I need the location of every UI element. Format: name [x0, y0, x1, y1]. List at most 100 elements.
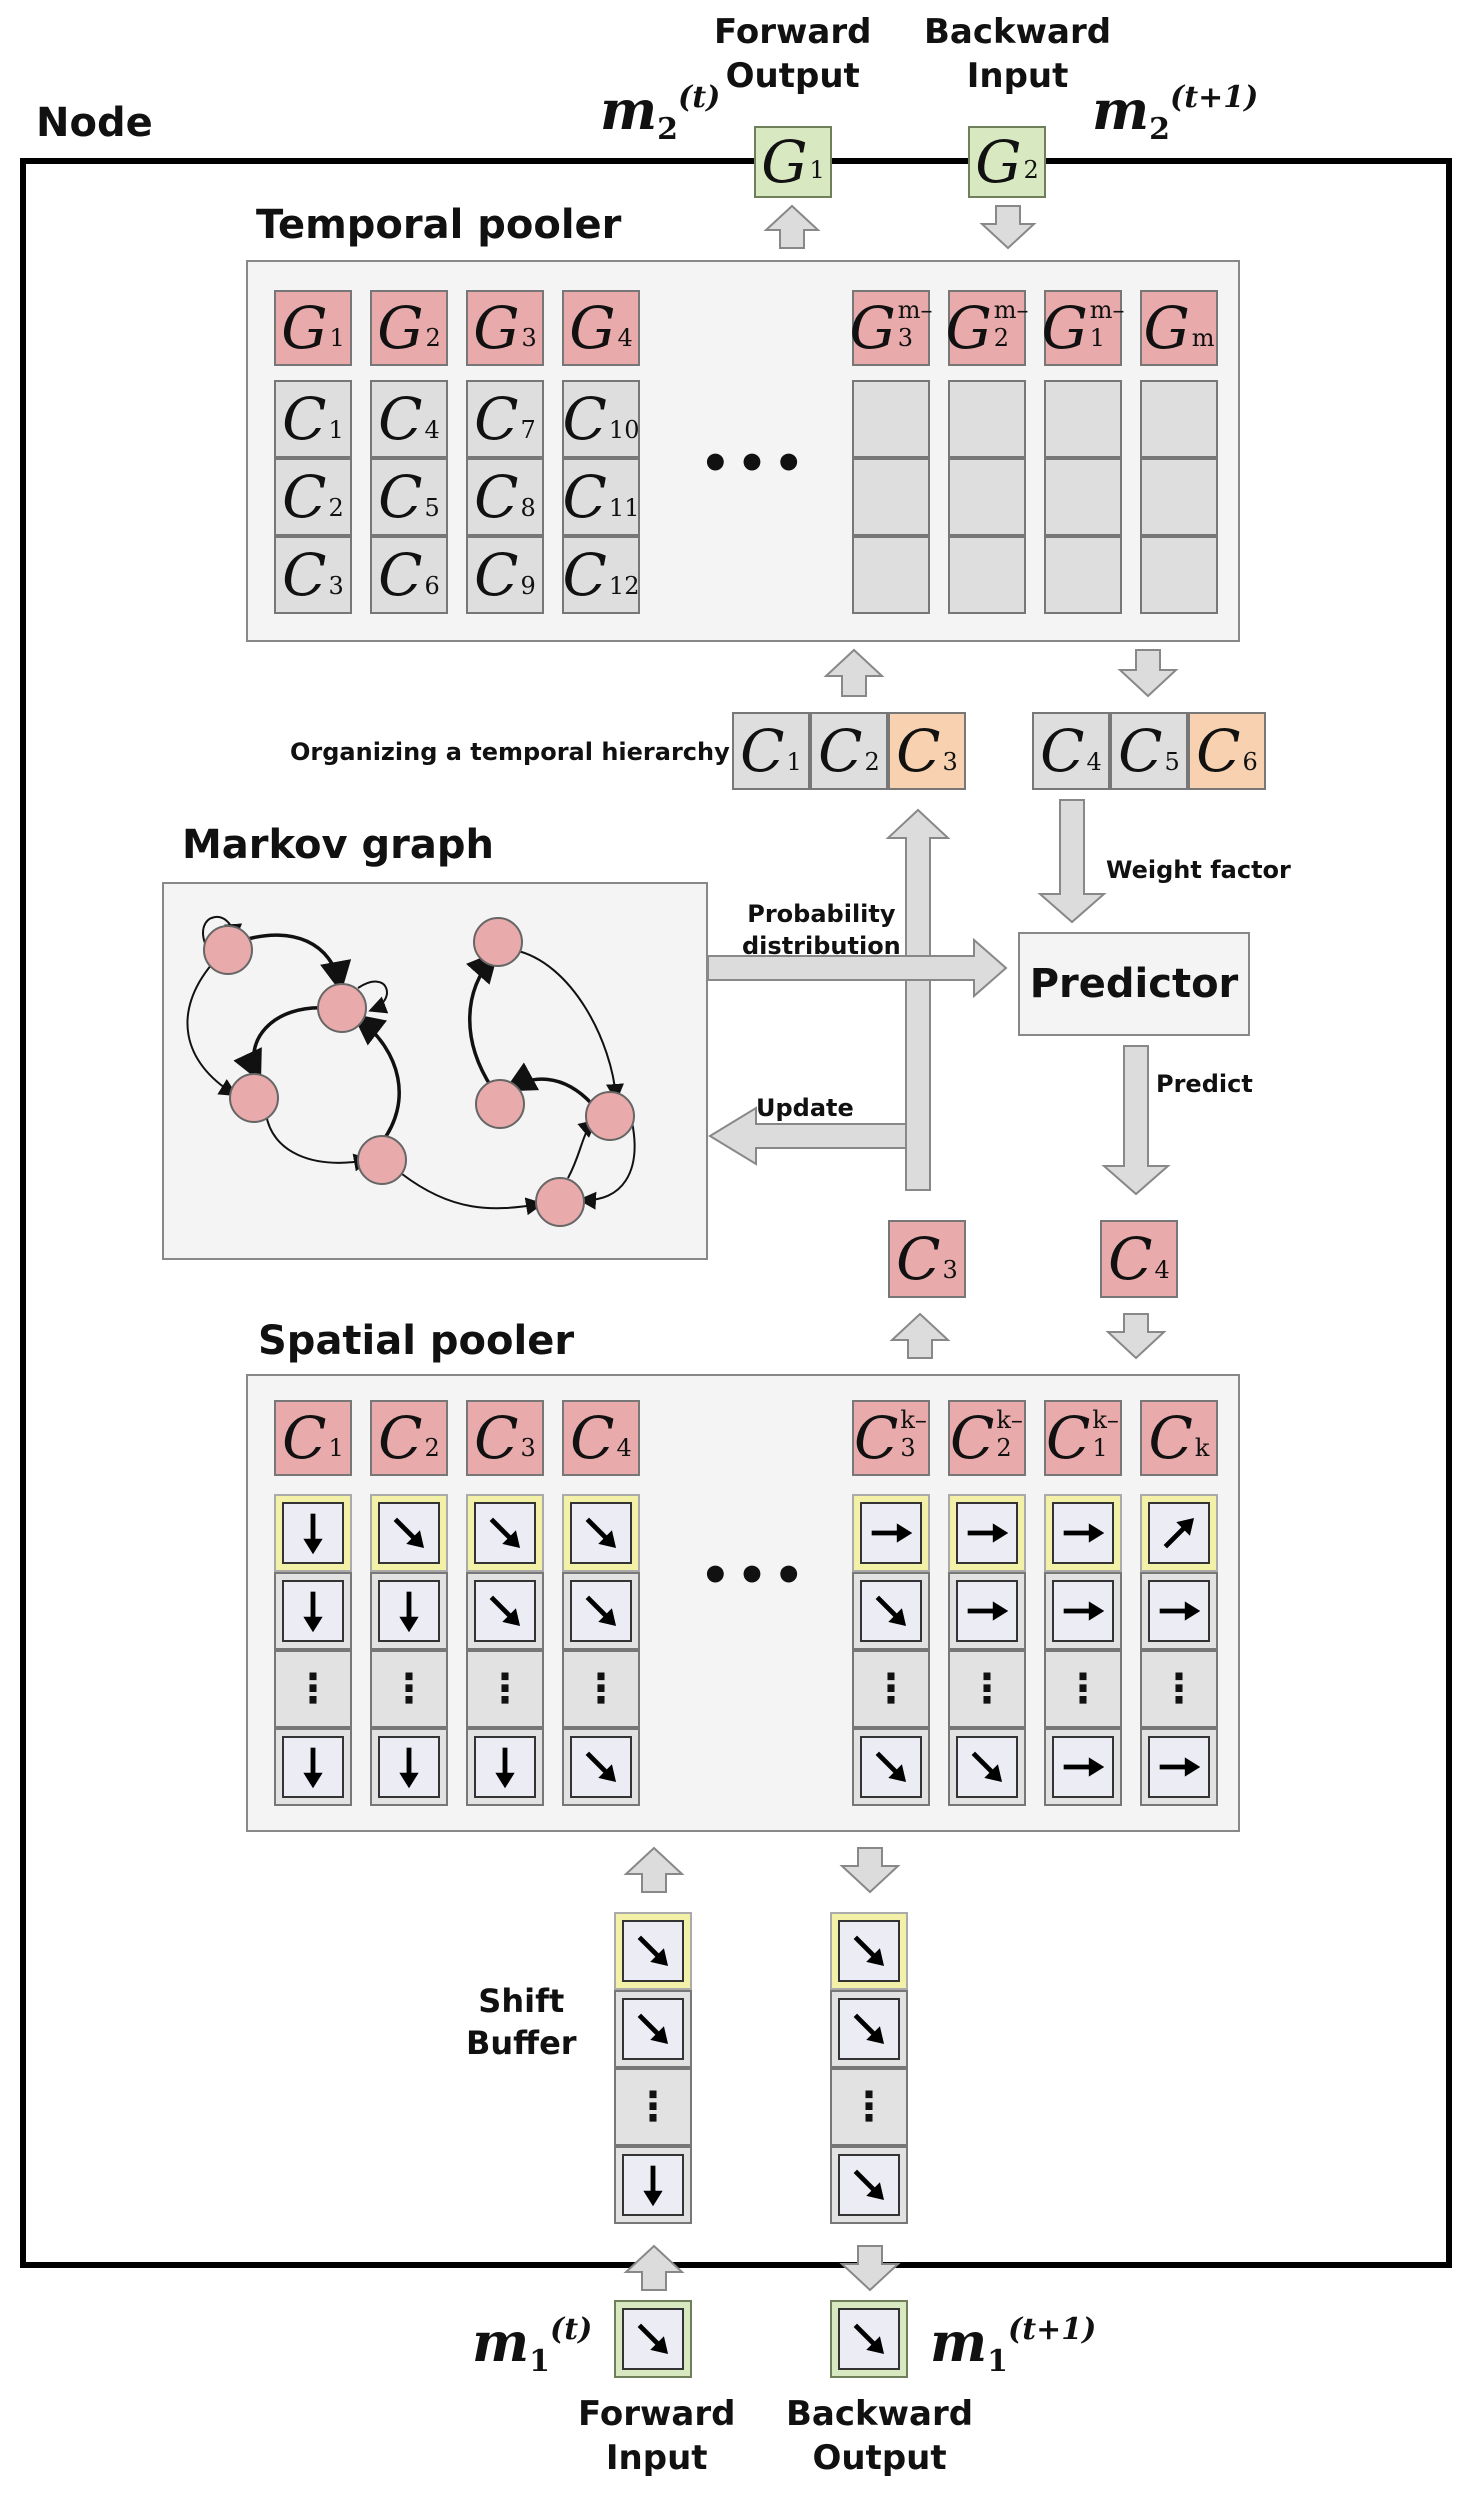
node-frame: [20, 158, 1452, 2268]
vertical-feed-arrow: [885, 808, 951, 1191]
weight-factor-arrow: [1037, 799, 1107, 924]
temporal-cell-3-1-symbol: C: [562, 463, 607, 531]
spatial-arrow-cell-2-0: [466, 1494, 544, 1572]
hierarchy-right-cell-0-symbol: C: [1040, 717, 1085, 785]
direction-arrow-icon: [1063, 1757, 1105, 1777]
direction-arrow-icon: [637, 2323, 669, 2355]
vertical-ellipsis: ⋮: [871, 1666, 911, 1712]
arrow-inner: [1052, 1502, 1114, 1564]
edge-h-e: [465, 950, 499, 1089]
spatial-arrow-cell-5-2: ⋮: [948, 1650, 1026, 1728]
forward-input-cell: [614, 2300, 692, 2378]
temporal-empty-cell-1-0: [948, 380, 1026, 458]
edge-b-c: [233, 1006, 329, 1083]
spatial-head-1-subscript: 2: [424, 1434, 440, 1462]
shift-buffer-left-2: ⋮: [614, 2068, 692, 2146]
markov-node-g: [585, 1091, 635, 1141]
backward-input-label: Backward Input: [924, 12, 1112, 96]
predict-arrow: [1101, 1045, 1171, 1196]
temporal-empty-cell-2-1: [1044, 458, 1122, 536]
arrow-inner: [860, 1580, 922, 1642]
spatial-arrow-cell-2-3: [466, 1728, 544, 1806]
spatial-arrow-cell-4-2: ⋮: [852, 1650, 930, 1728]
temporal-cell-3-0-subscript: 10: [608, 416, 640, 444]
direction-arrow-icon: [967, 1601, 1009, 1621]
markov-node-a: [203, 925, 253, 975]
spatial-arrow-cell-3-3: [562, 1728, 640, 1806]
hierarchy-right-cell-2-symbol: C: [1196, 717, 1241, 785]
spatial-head-3-subscript: 4: [616, 1434, 632, 1462]
arrow-inner: [860, 1502, 922, 1564]
forward-output-label: Forward Output: [714, 12, 872, 96]
temporal-cell-2-0-subscript: 7: [520, 416, 536, 444]
spatial-arrow-cell-3-1: [562, 1572, 640, 1650]
spatial-arrow-cell-5-3: [948, 1728, 1026, 1806]
arrow-inner: [1148, 1502, 1210, 1564]
arrow-inner: [570, 1502, 632, 1564]
vertical-ellipsis: ⋮: [293, 1666, 333, 1712]
direction-arrow-icon: [967, 1523, 1009, 1543]
up-arrow-shift-left: [623, 1846, 685, 1893]
arrow-inner: [378, 1736, 440, 1798]
spatial-arrow-cell-3-2: ⋮: [562, 1650, 640, 1728]
vertical-ellipsis: ⋮: [967, 1666, 1007, 1712]
spatial-arrow-cell-3-0: [562, 1494, 640, 1572]
direction-arrow-icon: [1159, 1601, 1201, 1621]
direction-arrow-icon: [495, 1747, 515, 1789]
forward-input-label: Forward Input: [578, 2394, 736, 2478]
arrow-inner: [282, 1580, 344, 1642]
arrow-inner: [474, 1502, 536, 1564]
probability-arrow: [707, 937, 1008, 999]
edge-e-g: [513, 949, 624, 1102]
temporal-cell-0-0-symbol: C: [282, 385, 327, 453]
spatial-head-6-subscript: k–1: [1092, 1406, 1119, 1462]
markov-node-d: [357, 1135, 407, 1185]
edge-g-h: [503, 1062, 594, 1106]
spatial-arrow-cell-6-1: [1044, 1572, 1122, 1650]
vertical-ellipsis: ⋮: [1063, 1666, 1103, 1712]
spatial-arrow-cell-1-2: ⋮: [370, 1650, 448, 1728]
backward-output-cell: [830, 2300, 908, 2378]
temporal-cell-1-2-symbol: C: [378, 541, 423, 609]
temporal-empty-cell-2-0: [1044, 380, 1122, 458]
spatial-arrow-cell-7-0: [1140, 1494, 1218, 1572]
hierarchy-left-cell-2-symbol: C: [896, 717, 941, 785]
direction-arrow-icon: [1159, 1757, 1201, 1777]
direction-arrow-icon: [1163, 1517, 1195, 1549]
temporal-head-3-subscript: 4: [617, 324, 633, 352]
temporal-empty-cell-1-1: [948, 458, 1026, 536]
probability-label: Probability distribution: [742, 900, 901, 960]
temporal-head-0-subscript: 1: [329, 324, 345, 352]
direction-arrow-icon: [643, 2165, 663, 2207]
spatial-arrow-cell-0-0: [274, 1494, 352, 1572]
temporal-head-right-0-symbol: G: [849, 294, 896, 362]
vertical-ellipsis: ⋮: [633, 2084, 673, 2130]
shift-buffer-right-2: ⋮: [830, 2068, 908, 2146]
temporal-cell-0-0-subscript: 1: [328, 416, 344, 444]
spatial-head-6-symbol: C: [1046, 1404, 1091, 1472]
markov-node-h: [475, 1079, 525, 1129]
shift-buffer-left-0: [614, 1912, 692, 1990]
edge-d-f: [401, 1173, 544, 1216]
temporal-head-right-2-subscript: m–1: [1089, 296, 1125, 352]
arrow-inner: [1052, 1580, 1114, 1642]
direction-arrow-icon: [303, 1513, 323, 1555]
temporal-cell-3-0-symbol: C: [562, 385, 607, 453]
direction-arrow-icon: [303, 1591, 323, 1633]
temporal-cell-3-2-subscript: 12: [608, 572, 640, 600]
direction-arrow-icon: [971, 1751, 1003, 1783]
arrow-inner: [622, 1920, 684, 1982]
temporal-head-2-subscript: 3: [521, 324, 537, 352]
